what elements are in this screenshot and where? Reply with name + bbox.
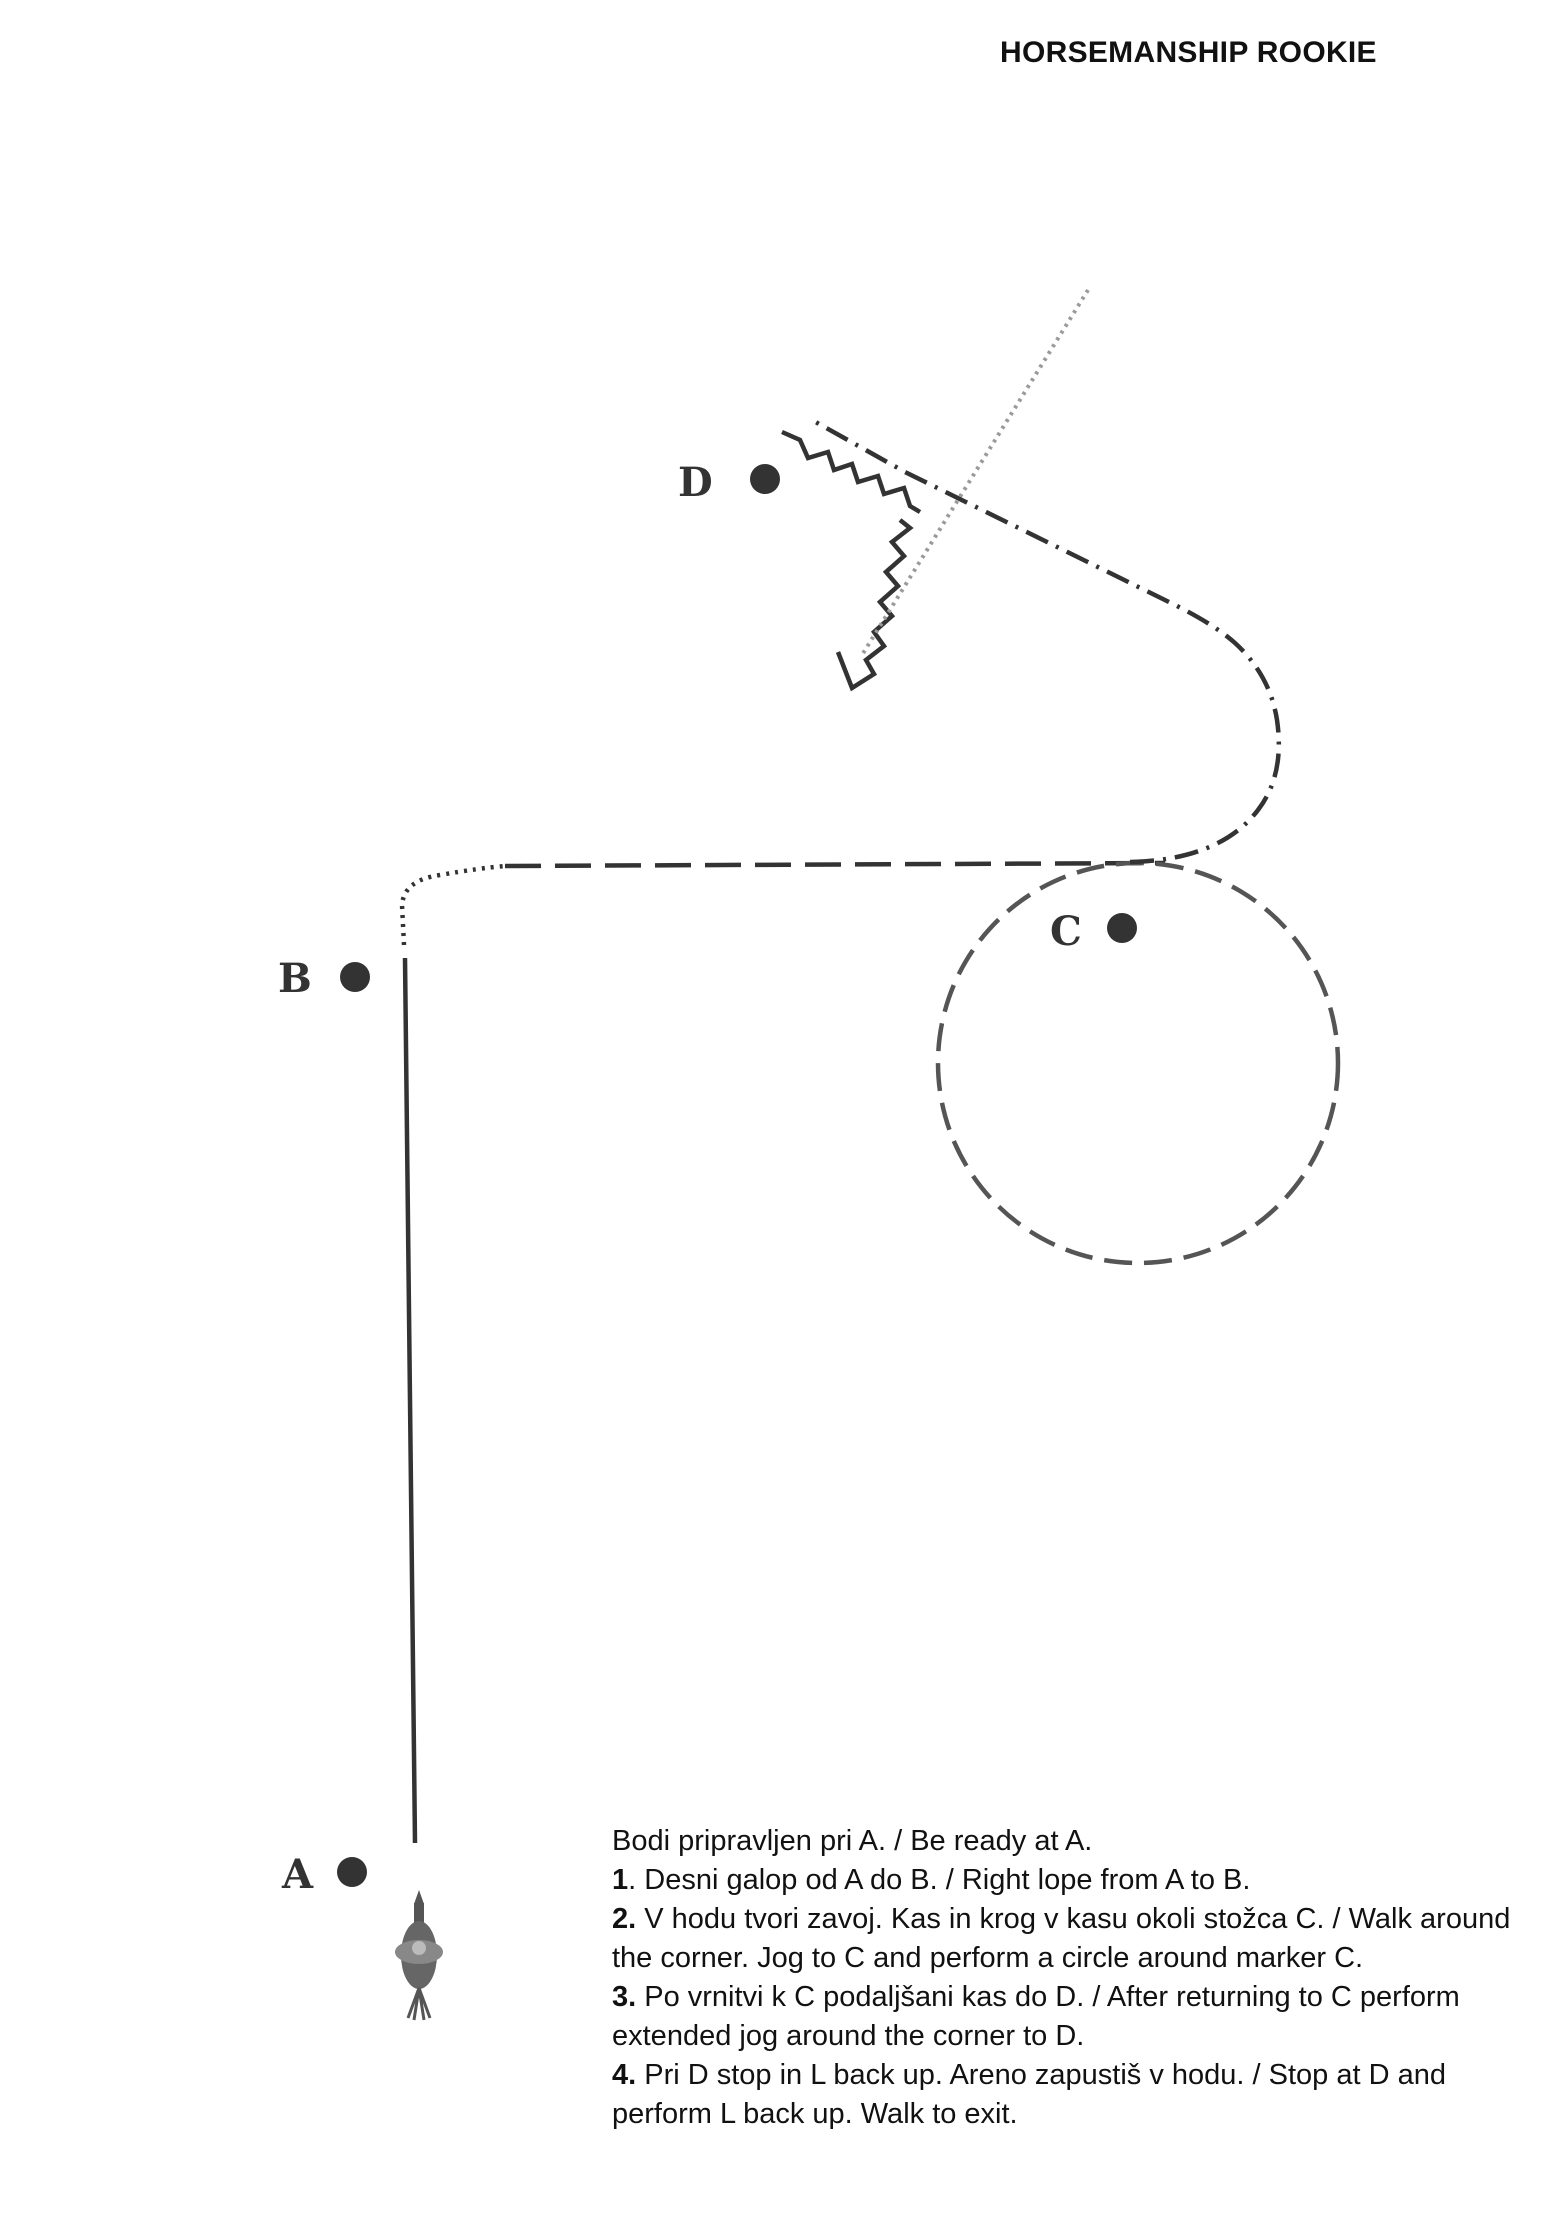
lope-line-a-to-b: [402, 957, 418, 1844]
marker-b-label: B: [278, 955, 312, 1002]
instruction-intro: Bodi pripravljen pri A. / Be ready at A.: [612, 1825, 1093, 1857]
step-text: Pri D stop in L back up. Areno zapustiš …: [612, 2059, 1446, 2130]
step-number: 1: [612, 1864, 629, 1896]
marker-d: D: [678, 459, 780, 506]
marker-c-label: C: [1050, 908, 1082, 955]
pattern-title: HORSEMANSHIP ROOKIE: [1000, 36, 1377, 69]
horse-head: [414, 1890, 424, 1904]
instruction-step-4: 4. Pri D stop in L back up. Areno zapust…: [612, 2056, 1542, 2134]
step-text: Po vrnitvi k C podaljšani kas do D. / Af…: [612, 1981, 1460, 2052]
dotted-guide-line: [860, 288, 1090, 657]
marker-c-dot: [1107, 913, 1137, 943]
marker-a: A: [281, 1851, 367, 1898]
horse-and-rider-icon: [395, 1890, 443, 2021]
marker-c: C: [1050, 908, 1137, 955]
step-number: 4.: [612, 2059, 637, 2091]
step-number: 2.: [612, 1903, 637, 1935]
marker-b-dot: [340, 962, 370, 992]
back-up-zigzag-lower: [835, 518, 914, 692]
horse-tail: [406, 1987, 432, 2021]
circle-around-c: [935, 860, 1341, 1266]
step-text: . Desni galop od A do B. / Right lope fr…: [628, 1864, 1251, 1896]
marker-b: B: [278, 955, 370, 1002]
jog-line-to-c: [504, 860, 1166, 869]
instruction-step-1: 1. Desni galop od A do B. / Right lope f…: [612, 1861, 1542, 1900]
walk-corner-path: [399, 863, 506, 946]
step-text: V hodu tvori zavoj. Kas in krog v kasu o…: [612, 1903, 1511, 1974]
horse-neck: [414, 1903, 424, 1925]
marker-d-label: D: [678, 459, 713, 506]
rider-head: [412, 1941, 426, 1955]
step-number: 3.: [612, 1981, 637, 2013]
marker-d-dot: [750, 464, 780, 494]
marker-a-dot: [337, 1857, 367, 1887]
instruction-step-2: 2. V hodu tvori zavoj. Kas in krog v kas…: [612, 1900, 1542, 1978]
marker-a-label: A: [281, 1851, 314, 1898]
back-up-zigzag-upper: [781, 429, 922, 514]
extended-jog-path-to-d: [810, 418, 1282, 865]
pattern-instructions: Bodi pripravljen pri A. / Be ready at A.…: [612, 1822, 1542, 2134]
instruction-step-3: 3. Po vrnitvi k C podaljšani kas do D. /…: [612, 1978, 1542, 2056]
